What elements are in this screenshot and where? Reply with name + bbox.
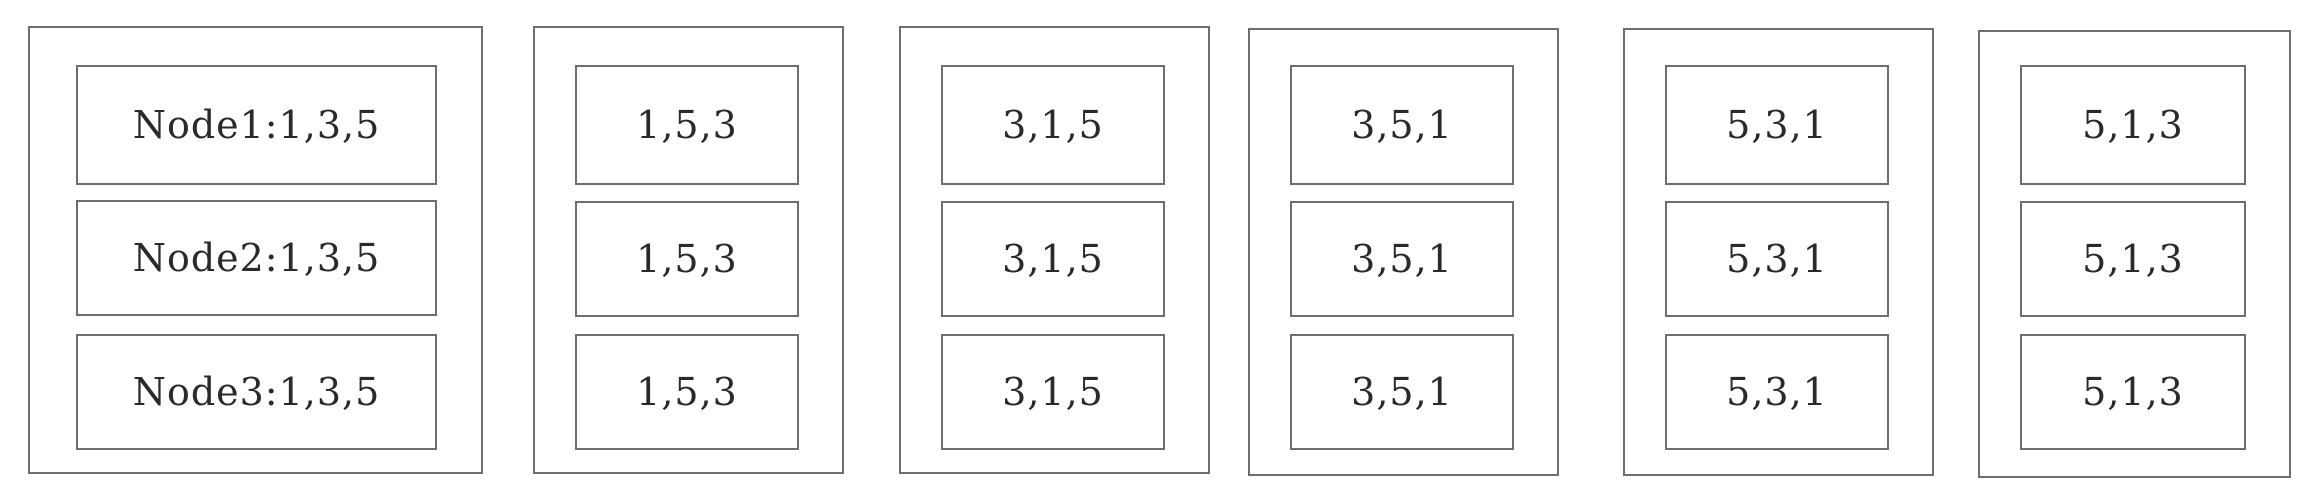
node-box: 5,3,1: [1665, 201, 1889, 317]
node-box: 5,1,3: [2020, 334, 2246, 450]
node-box: Node1:1,3,5: [76, 65, 437, 185]
node-box: 3,1,5: [941, 334, 1165, 450]
node-box: 3,5,1: [1290, 334, 1514, 450]
node-box: 1,5,3: [575, 65, 799, 185]
node-group-5: 5,3,1 5,3,1 5,3,1: [1623, 28, 1934, 476]
node-group-2: 1,5,3 1,5,3 1,5,3: [533, 26, 844, 474]
node-box: Node3:1,3,5: [76, 334, 437, 450]
node-box: 5,1,3: [2020, 201, 2246, 317]
node-box: Node2:1,3,5: [76, 200, 437, 316]
node-group-6: 5,1,3 5,1,3 5,1,3: [1978, 30, 2291, 478]
node-box: 3,1,5: [941, 201, 1165, 317]
node-box: 5,3,1: [1665, 65, 1889, 185]
node-box: 3,5,1: [1290, 201, 1514, 317]
node-box: 5,3,1: [1665, 334, 1889, 450]
node-box: 1,5,3: [575, 334, 799, 450]
node-group-4: 3,5,1 3,5,1 3,5,1: [1248, 28, 1559, 476]
node-box: 3,1,5: [941, 65, 1165, 185]
node-box: 3,5,1: [1290, 65, 1514, 185]
node-group-1: Node1:1,3,5 Node2:1,3,5 Node3:1,3,5: [28, 26, 483, 474]
node-group-3: 3,1,5 3,1,5 3,1,5: [899, 26, 1210, 474]
node-box: 1,5,3: [575, 201, 799, 317]
node-box: 5,1,3: [2020, 65, 2246, 185]
